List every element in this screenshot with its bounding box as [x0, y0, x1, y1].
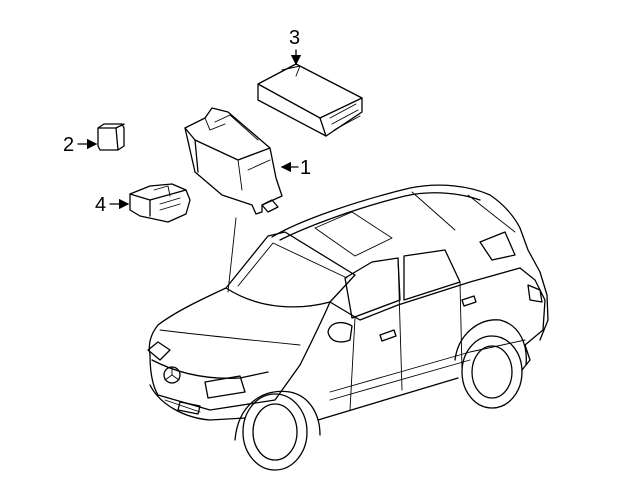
callout-1: 1 — [300, 157, 311, 179]
callout-2: 2 — [63, 134, 74, 156]
control-module[interactable] — [257, 63, 363, 137]
relay[interactable] — [97, 123, 125, 151]
vehicle-drawing — [147, 184, 549, 471]
callout-4: 4 — [95, 194, 106, 216]
callout-4-group: 4 — [95, 194, 130, 216]
callout-3: 3 — [289, 27, 300, 49]
callout-2-group: 2 — [63, 134, 98, 156]
fuse-box-housing[interactable] — [184, 107, 283, 293]
fuse-holder[interactable] — [129, 183, 191, 223]
callout-1-group: 1 — [280, 157, 311, 179]
callout-3-group: 3 — [289, 27, 302, 66]
